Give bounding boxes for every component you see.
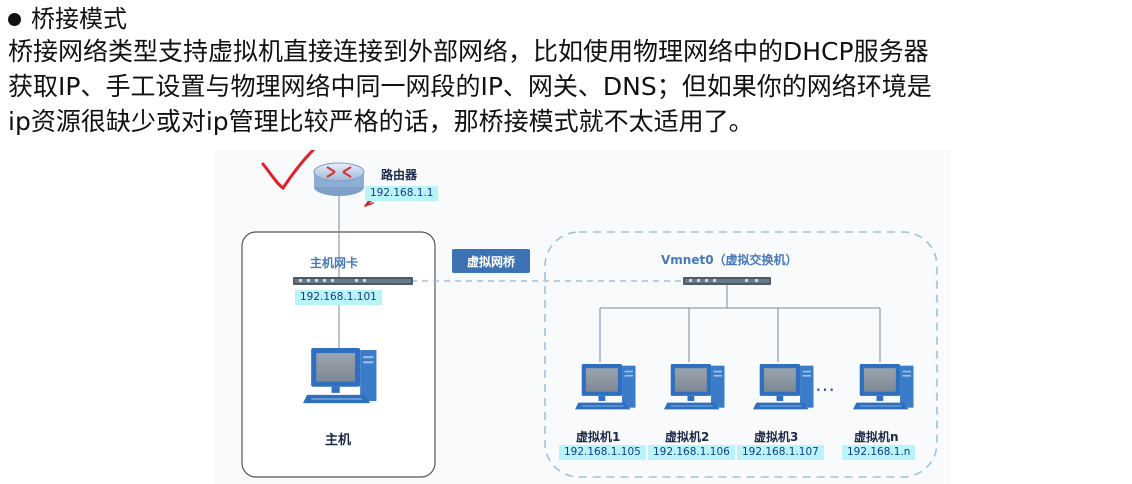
diagram-graphics [241,150,938,478]
switch-tree [599,285,881,362]
host-nic-ip: 192.168.1.101 [295,290,382,305]
vmn-ip: 192.168.1.n [842,445,916,460]
vswitch-icon [683,277,771,285]
heading-text: 桥接模式 [31,5,127,33]
vmn-label: 虚拟机n [854,430,899,444]
router-icon [313,162,365,196]
vm3-label: 虚拟机3 [754,430,799,444]
vm2-ip: 192.168.1.106 [648,445,735,460]
host-nic-icon [293,277,413,285]
vm1-ip: 192.168.1.105 [559,445,646,460]
vm3-ip: 192.168.1.107 [737,445,824,460]
vm1-pc-icon [574,363,636,410]
virtual-bridge-badge: 虚拟网桥 [452,249,530,273]
vm2-label: 虚拟机2 [665,430,710,444]
host-nic-label: 主机网卡 [310,256,359,270]
vm3-pc-icon [752,363,814,410]
bullet-icon [8,12,21,26]
vmn-pc-icon [852,363,914,410]
router-ip: 192.168.1.1 [365,186,439,201]
paragraph-line-2: 获取IP、手工设置与物理网络中同一网段的IP、网关、DNS；但如果你的网络环境是 [8,72,932,101]
vm-ellipsis: … [815,372,835,396]
vm1-label: 虚拟机1 [576,430,621,444]
bridge-network-diagram: 路由器 192.168.1.1 主机网卡 192.168.1.101 虚拟网桥 … [215,150,951,484]
vswitch-label: Vmnet0（虚拟交换机） [661,253,798,267]
vm-container [544,231,938,478]
paragraph-line-1: 桥接网络类型支持虚拟机直接连接到外部网络，比如使用物理网络中的DHCP服务器 [8,37,929,66]
red-checkmark-annotation [261,150,316,191]
section-heading: 桥接模式 [8,4,127,34]
router-label: 路由器 [381,168,418,182]
paragraph-line-3: ip资源很缺少或对ip管理比较严格的话，那桥接模式就不太适用了。 [8,107,754,136]
host-label: 主机 [325,433,352,448]
description-paragraph: 桥接网络类型支持虚拟机直接连接到外部网络，比如使用物理网络中的DHCP服务器 获… [8,34,1130,139]
vm2-pc-icon [663,363,725,410]
